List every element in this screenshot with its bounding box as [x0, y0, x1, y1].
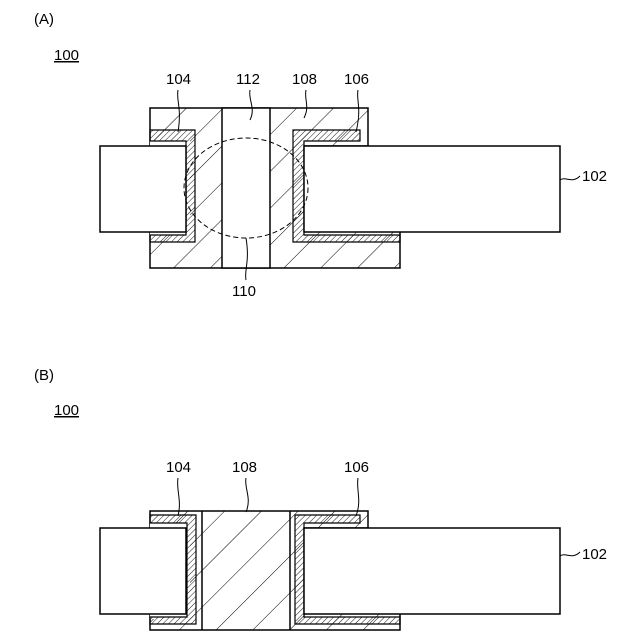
b-label-104: 104 — [166, 459, 191, 476]
a-label-110: 110 — [232, 283, 256, 300]
a-via-112 — [222, 108, 270, 268]
b-label-102: 102 — [582, 546, 607, 563]
a-label-102: 102 — [582, 168, 607, 185]
figure-b-device-ref: 100 — [54, 402, 79, 419]
figure-a: (A) 100 104 112 108 106 102 110 — [34, 11, 607, 300]
figure-b-panel-label: (B) — [34, 367, 54, 384]
b-leader-102 — [560, 552, 580, 556]
a-label-104: 104 — [166, 71, 191, 88]
figure-a-device-ref: 100 — [54, 47, 79, 64]
b-leader-108 — [246, 478, 249, 512]
a-left-conductor — [100, 146, 186, 232]
a-leader-102 — [560, 176, 580, 180]
a-label-108: 108 — [292, 71, 317, 88]
figure-b: (B) 100 104 108 106 102 — [34, 367, 607, 630]
b-label-108: 108 — [232, 459, 257, 476]
b-right-conductor-102 — [304, 528, 560, 614]
figure-a-panel-label: (A) — [34, 11, 54, 28]
a-right-conductor-102 — [304, 146, 560, 232]
a-label-112: 112 — [236, 71, 260, 88]
b-label-106: 106 — [344, 459, 369, 476]
b-left-conductor — [100, 528, 186, 614]
a-label-106: 106 — [344, 71, 369, 88]
